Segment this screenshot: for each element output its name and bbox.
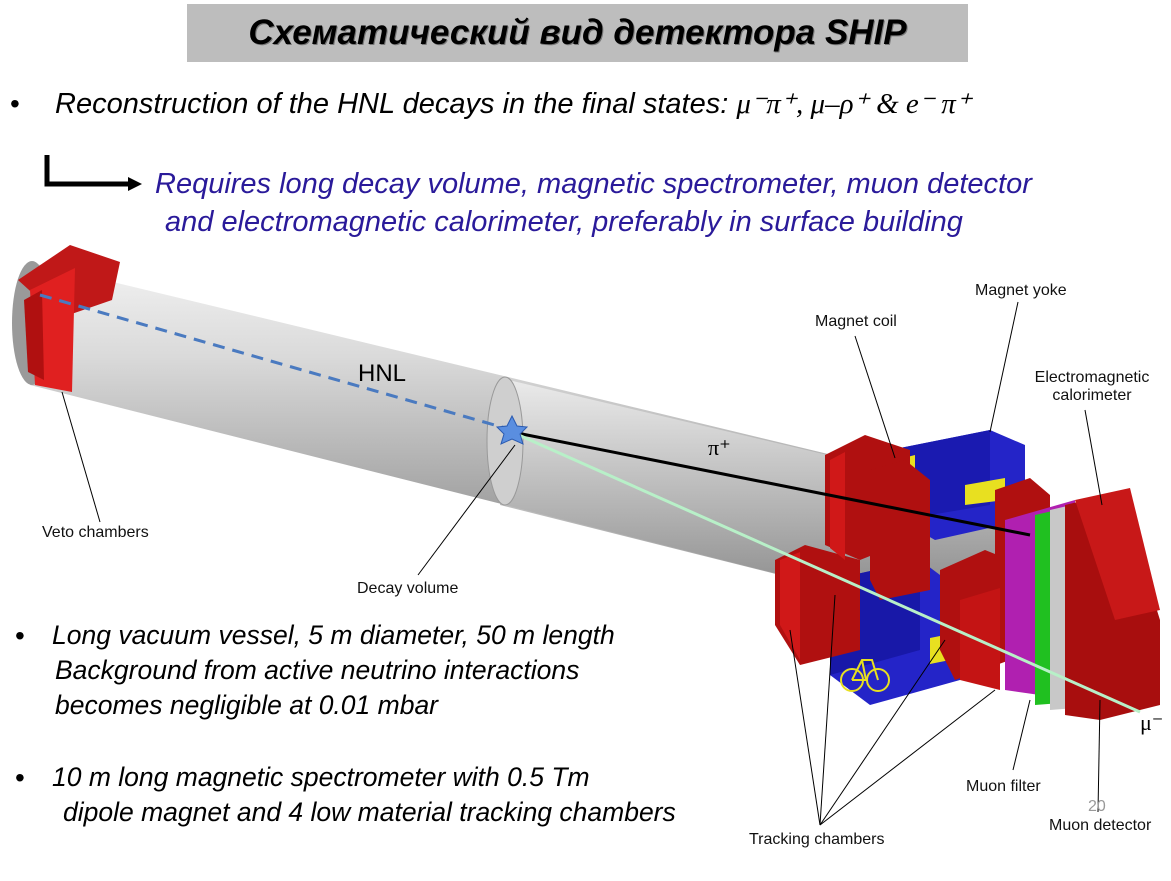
decay-volume-label: Decay volume xyxy=(357,580,459,597)
pi-plus-label: π⁺ xyxy=(708,435,731,460)
muon-detector-label: Muon detector xyxy=(1049,817,1152,834)
reconstruction-text: Reconstruction of the HNL decays in the … xyxy=(55,88,737,120)
page-number: 20 xyxy=(1088,798,1106,815)
title-banner: Схематический вид детектора SHIP xyxy=(187,4,968,62)
magnet-yoke-label: Magnet yoke xyxy=(975,282,1067,299)
pi-plus-track xyxy=(511,430,1031,537)
calorimeter-and-muon-system xyxy=(1005,488,1160,720)
decay-vertex-icon xyxy=(495,414,529,445)
hnl-label: HNL xyxy=(358,360,407,387)
mu-minus-track xyxy=(511,430,1141,714)
bullet-1-line-1: Long vacuum vessel, 5 m diameter, 50 m l… xyxy=(52,620,615,650)
reconstruction-line: Reconstruction of the HNL decays in the … xyxy=(55,86,971,121)
slide-title: Схематический вид детектора SHIP xyxy=(248,13,907,52)
bullet-mark: • xyxy=(10,88,20,119)
muon-filter-label: Muon filter xyxy=(966,778,1041,795)
tracking-chambers-label: Tracking chambers xyxy=(749,831,885,848)
magnet-coil-label: Magnet coil xyxy=(815,313,897,330)
mu-minus-label: μ⁻ xyxy=(1140,710,1164,735)
veto-chambers-label: Veto chambers xyxy=(42,524,149,541)
requires-line-2: and electromagnetic calorimeter, prefera… xyxy=(165,206,963,238)
bicycle-icon xyxy=(840,659,890,692)
requires-line-1: Requires long decay volume, magnetic spe… xyxy=(155,168,1032,200)
bullet-2-line-1: 10 m long magnetic spectrometer with 0.5… xyxy=(52,762,590,792)
veto-chamber xyxy=(18,245,120,392)
final-states: μ⁻π⁺, μ–ρ⁺ & e⁻ π⁺ xyxy=(736,88,972,120)
em-calorimeter-label: Electromagnetic calorimeter xyxy=(1034,369,1150,404)
bullet-1-line-3: becomes negligible at 0.01 mbar xyxy=(55,690,439,720)
requires-arrow-icon xyxy=(44,155,142,191)
bullet-mark: • xyxy=(15,620,25,651)
hnl-track xyxy=(39,293,513,432)
bullet-2-line-2: dipole magnet and 4 low material trackin… xyxy=(63,797,676,827)
bullet-1-line-2: Background from active neutrino interact… xyxy=(55,655,580,685)
leader-lines xyxy=(61,301,1103,826)
bullet-mark: • xyxy=(15,762,25,793)
